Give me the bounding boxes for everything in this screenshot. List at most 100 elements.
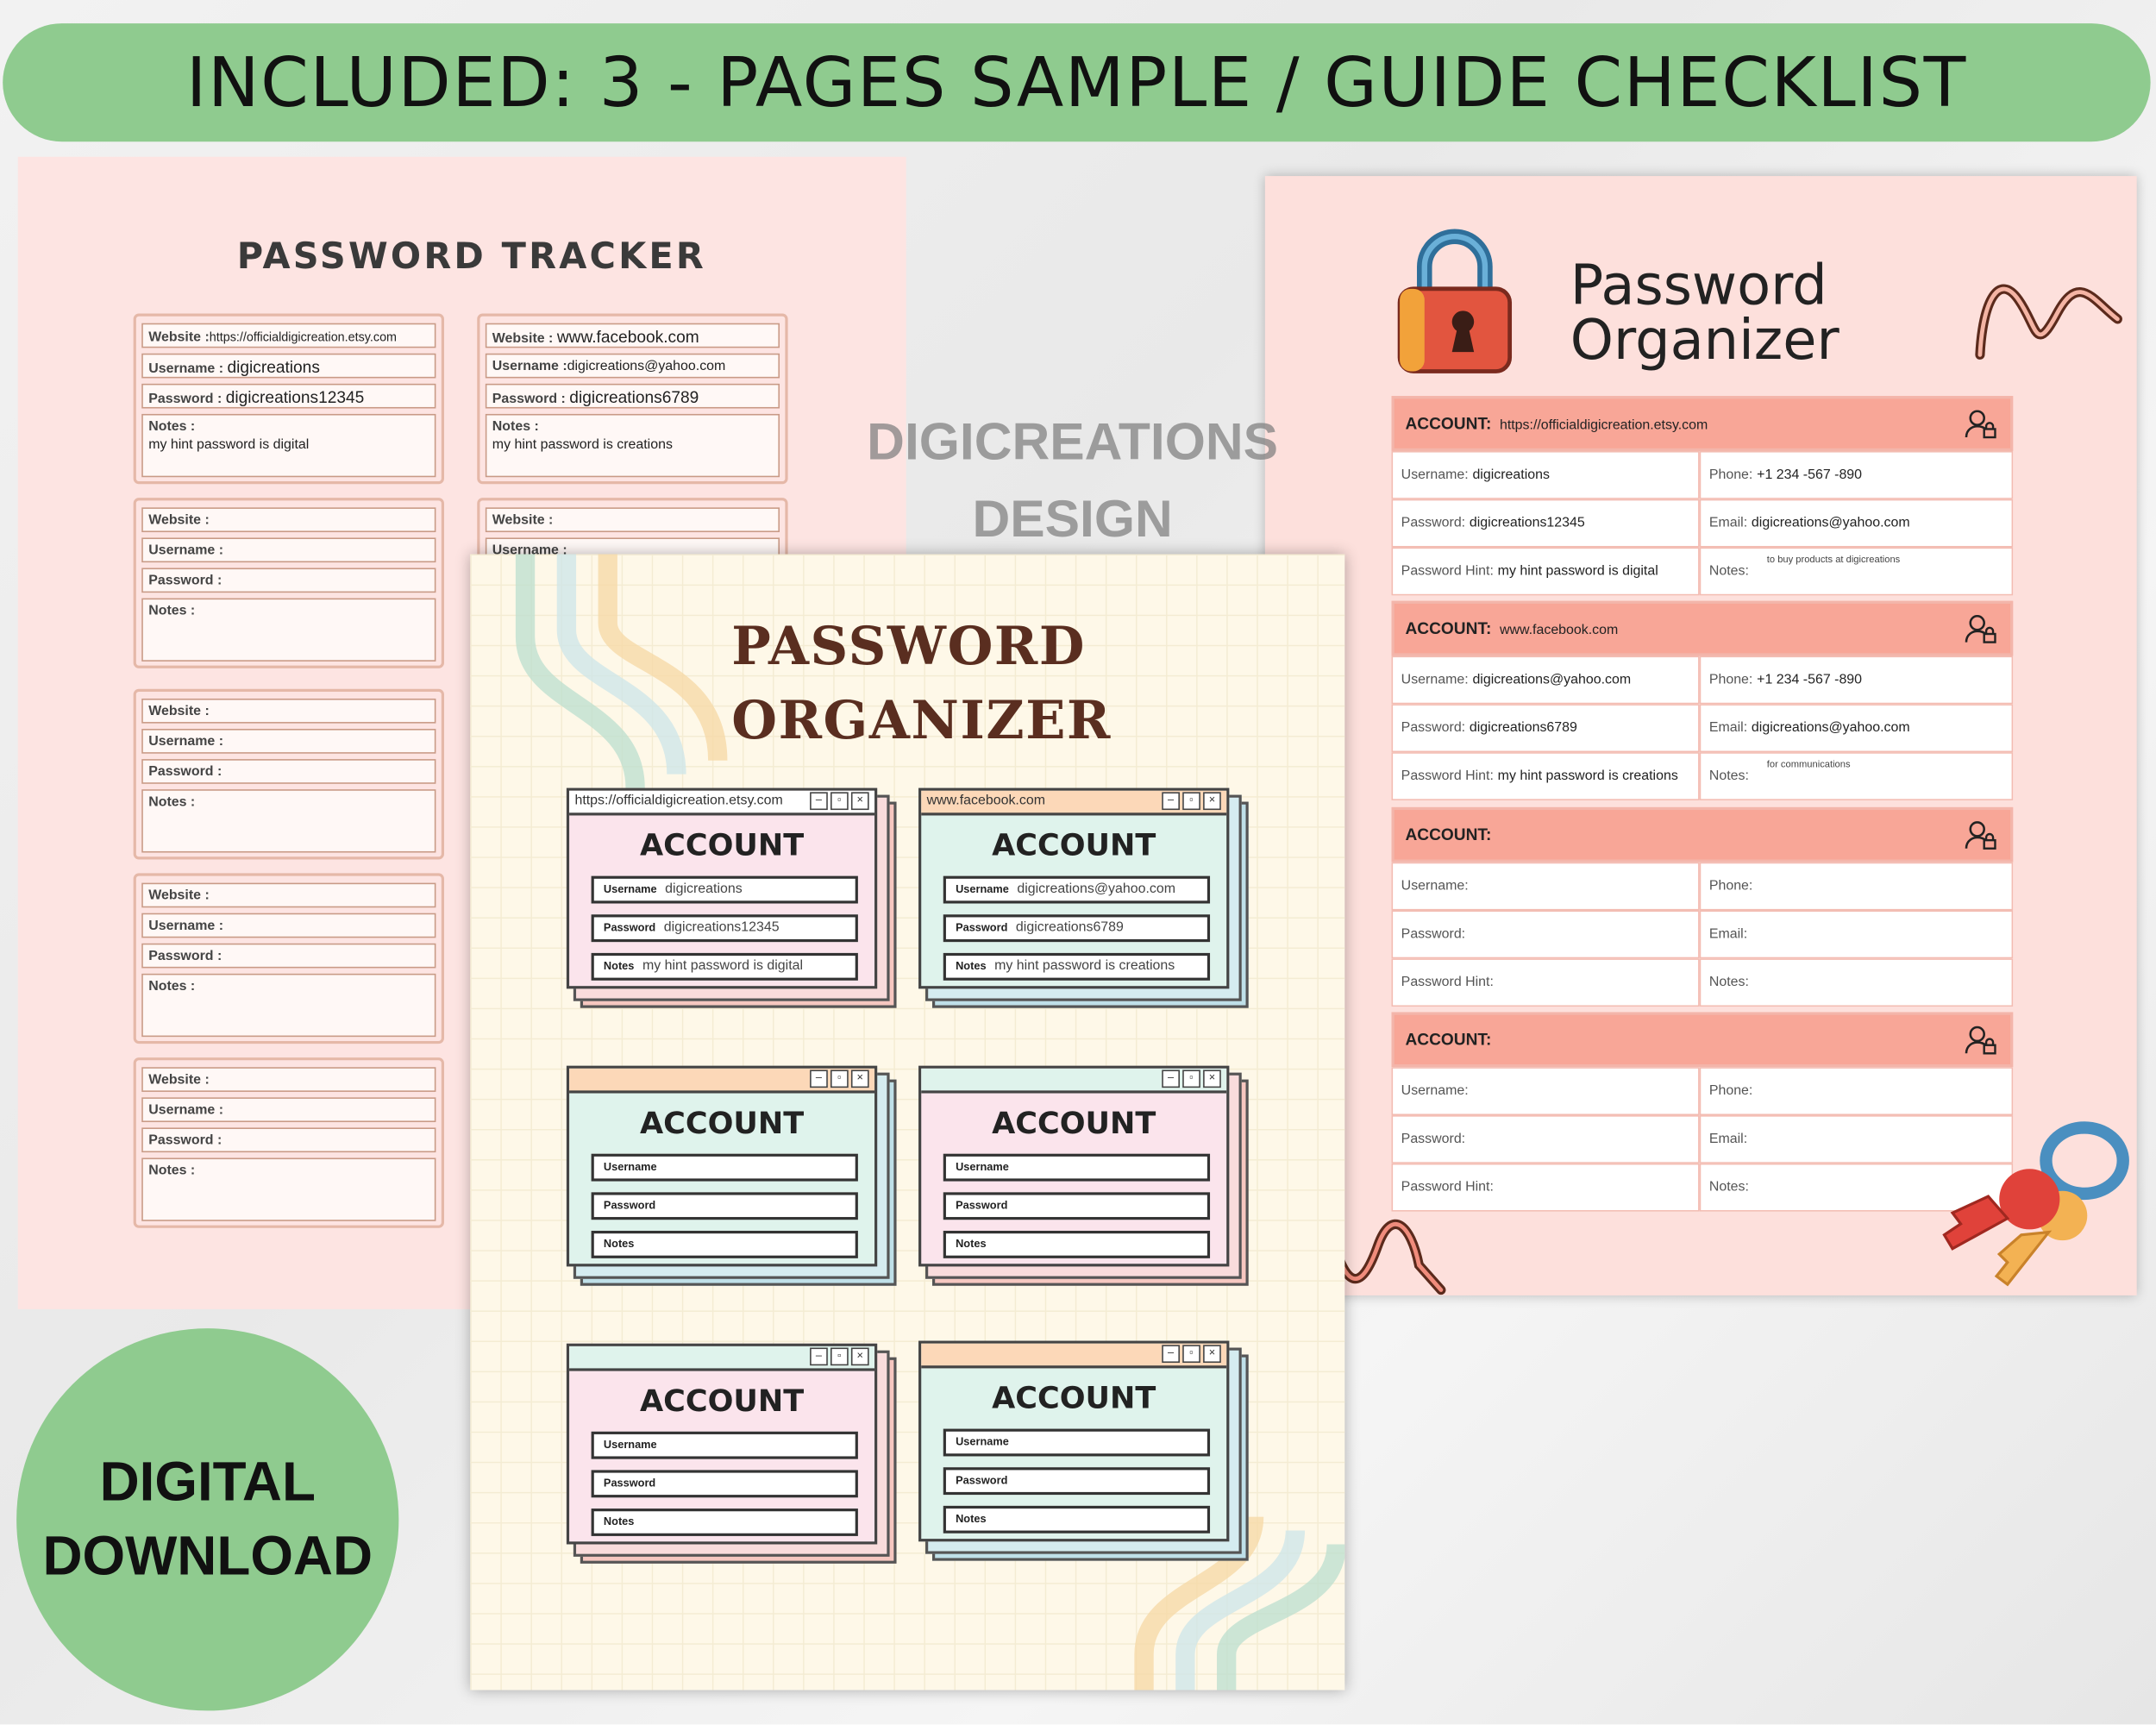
username-cell: Username:digicreations@yahoo.com <box>1391 656 1700 705</box>
tracker-password-row: Password : <box>141 759 436 784</box>
account-window: –▫× ACCOUNT Username Password Notes <box>918 1340 1249 1561</box>
notes-cell: Notes: <box>1699 1163 2014 1212</box>
phone-cell: Phone:+1 234 -567 -890 <box>1699 450 2014 499</box>
hint-cell: Password Hint: <box>1391 1163 1700 1212</box>
account-title: ACCOUNT <box>992 829 1156 864</box>
tracker-card: Website : Username : Password : Notes : <box>133 1057 444 1228</box>
tracker-password-row: Password : <box>141 943 436 969</box>
password-cell: Password: <box>1391 910 1700 959</box>
username-cell: Username:digicreations <box>1391 450 1700 499</box>
username-cell: Username: <box>1391 1067 1700 1116</box>
tracker-title: PASSWORD TRACKER <box>236 236 707 279</box>
phone-cell: Phone: <box>1699 862 2014 911</box>
tracker-card: Website : Username : Password : Notes : <box>133 498 444 668</box>
tracker-website-row: Website : <box>141 1067 436 1092</box>
account-block: ACCOUNT:www.facebook.com Username:digicr… <box>1391 600 2014 800</box>
tracker-notes-row: Notes : <box>141 598 436 662</box>
watermark: DIGICREATIONS DESIGN <box>867 413 1279 549</box>
organizer-b-title: Password Organizer <box>1570 254 1839 373</box>
notes-cell: Notes:for communications <box>1699 752 2014 800</box>
password-field: Password <box>591 1470 858 1498</box>
organizer-a-title: PASSWORD ORGANIZER <box>731 614 1112 751</box>
tracker-notes-row: Notes :my hint password is creations <box>485 413 780 478</box>
user-lock-icon <box>1965 1026 1996 1055</box>
tracker-username-row: Username :digicreations@yahoo.com <box>485 353 780 379</box>
restore-icon: ▫ <box>1182 1070 1200 1088</box>
account-window: –▫× ACCOUNT Username Password Notes <box>566 1065 897 1286</box>
tracker-password-row: Password : digicreations12345 <box>141 383 436 409</box>
tracker-username-row: Username : <box>141 1097 436 1123</box>
minimize-icon: – <box>810 1347 828 1366</box>
close-icon: × <box>850 792 869 811</box>
password-cell: Password: <box>1391 1115 1700 1164</box>
close-icon: × <box>1203 792 1221 811</box>
notes-field: Notes <box>591 1509 858 1536</box>
email-cell: Email: <box>1699 1115 2014 1164</box>
window-titlebar: –▫× <box>569 1346 875 1371</box>
account-block: ACCOUNT: Username: Phone: Password: Emai… <box>1391 1012 2014 1212</box>
tracker-website-row: Website : <box>141 698 436 724</box>
digital-download-badge: DIGITAL DOWNLOAD <box>16 1328 399 1711</box>
account-title: ACCOUNT <box>992 1382 1156 1417</box>
tracker-website-row: Website : <box>485 507 780 533</box>
restore-icon: ▫ <box>1182 792 1200 811</box>
hint-cell: Password Hint: <box>1391 958 1700 1007</box>
email-cell: Email: <box>1699 910 2014 959</box>
badge-text: DIGITAL DOWNLOAD <box>42 1452 373 1587</box>
window-titlebar: –▫× <box>569 1068 875 1094</box>
account-window: –▫× ACCOUNT Username Password Notes <box>566 1343 897 1564</box>
password-organizer-page-pink: Password Organizer ACCOUNT:https://offic… <box>1264 176 2137 1295</box>
window-titlebar: https://officialdigicreation.etsy.com –▫… <box>569 790 875 816</box>
account-header: ACCOUNT:https://officialdigicreation.ets… <box>1391 396 2014 451</box>
minimize-icon: – <box>810 792 828 811</box>
password-cell: Password:digicreations12345 <box>1391 499 1700 548</box>
tracker-card: Website : Username : Password : Notes : <box>133 688 444 860</box>
restore-icon: ▫ <box>830 1070 849 1088</box>
hint-cell: Password Hint:my hint password is creati… <box>1391 752 1700 800</box>
tracker-notes-row: Notes : <box>141 789 436 853</box>
user-lock-icon <box>1965 615 1996 643</box>
notes-cell: Notes: <box>1699 958 2014 1007</box>
user-lock-icon <box>1965 410 1996 439</box>
user-lock-icon <box>1965 821 1996 850</box>
account-title: ACCOUNT <box>639 1107 805 1142</box>
account-block: ACCOUNT: Username: Phone: Password: Emai… <box>1391 806 2014 1007</box>
restore-icon: ▫ <box>830 1347 849 1366</box>
close-icon: × <box>1203 1070 1221 1088</box>
username-cell: Username: <box>1391 862 1700 911</box>
close-icon: × <box>850 1070 869 1088</box>
account-title: ACCOUNT <box>992 1107 1156 1142</box>
tracker-card: Website : Username : Password : Notes : <box>133 873 444 1044</box>
account-header: ACCOUNT: <box>1391 806 2014 862</box>
tracker-website-row: Website : www.facebook.com <box>485 323 780 348</box>
password-field: Password <box>943 1192 1211 1220</box>
tracker-card: Website :https://officialdigicreation.et… <box>133 313 444 485</box>
username-field: Username <box>943 1153 1211 1182</box>
phone-cell: Phone: <box>1699 1067 2014 1116</box>
tracker-password-row: Password : <box>141 568 436 593</box>
window-titlebar: www.facebook.com –▫× <box>921 790 1227 816</box>
notes-cell: Notes:to buy products at digicreations <box>1699 547 2014 596</box>
tracker-notes-row: Notes :my hint password is digital <box>141 413 436 478</box>
window-titlebar: –▫× <box>921 1068 1227 1094</box>
username-field: Username <box>591 1153 858 1182</box>
notes-field: Notes <box>943 1505 1211 1534</box>
tracker-username-row: Username : <box>141 537 436 563</box>
banner-text: INCLUDED: 3 - PAGES SAMPLE / GUIDE CHECK… <box>185 42 1967 122</box>
tracker-notes-row: Notes : <box>141 973 436 1038</box>
tracker-username-row: Username : digicreations <box>141 353 436 379</box>
tracker-username-row: Username : <box>141 729 436 754</box>
rainbow-arc-decoration <box>515 554 728 789</box>
tracker-password-row: Password : <box>141 1127 436 1153</box>
email-cell: Email:digicreations@yahoo.com <box>1699 499 2014 548</box>
minimize-icon: – <box>1162 1345 1180 1364</box>
padlock-icon <box>1397 229 1513 373</box>
restore-icon: ▫ <box>830 792 849 811</box>
